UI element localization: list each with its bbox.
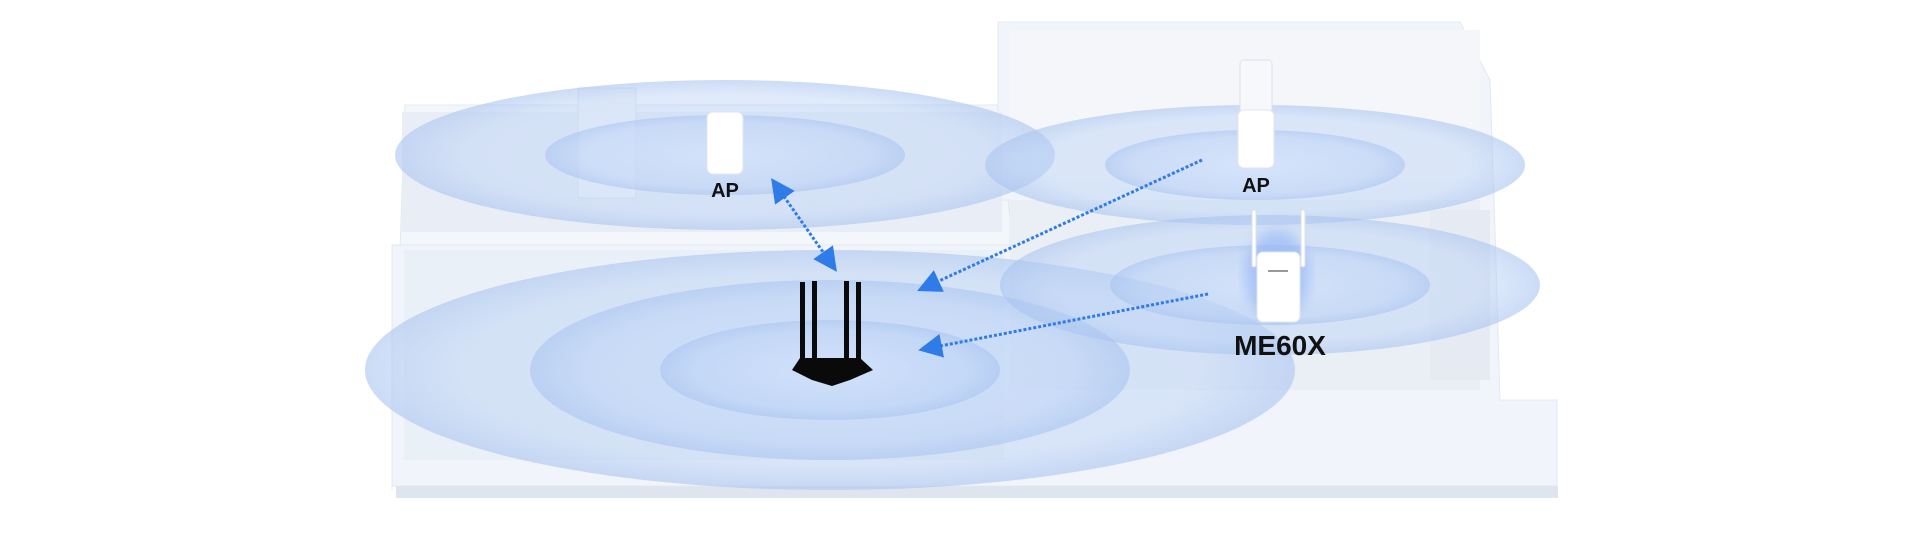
link-ap-right-router (917, 158, 1203, 292)
extender-label: ME60X (1234, 330, 1326, 361)
access-point-left (706, 111, 744, 175)
router-icon (792, 281, 873, 386)
wireless-links (771, 158, 1209, 358)
access-point-right (1237, 59, 1275, 169)
ap-left-label: AP (711, 180, 739, 202)
link-router-ap-left (771, 178, 837, 272)
link-extender-router (918, 292, 1209, 358)
me60x-extender-icon (1245, 209, 1309, 323)
ap-right-label: AP (1242, 175, 1270, 197)
